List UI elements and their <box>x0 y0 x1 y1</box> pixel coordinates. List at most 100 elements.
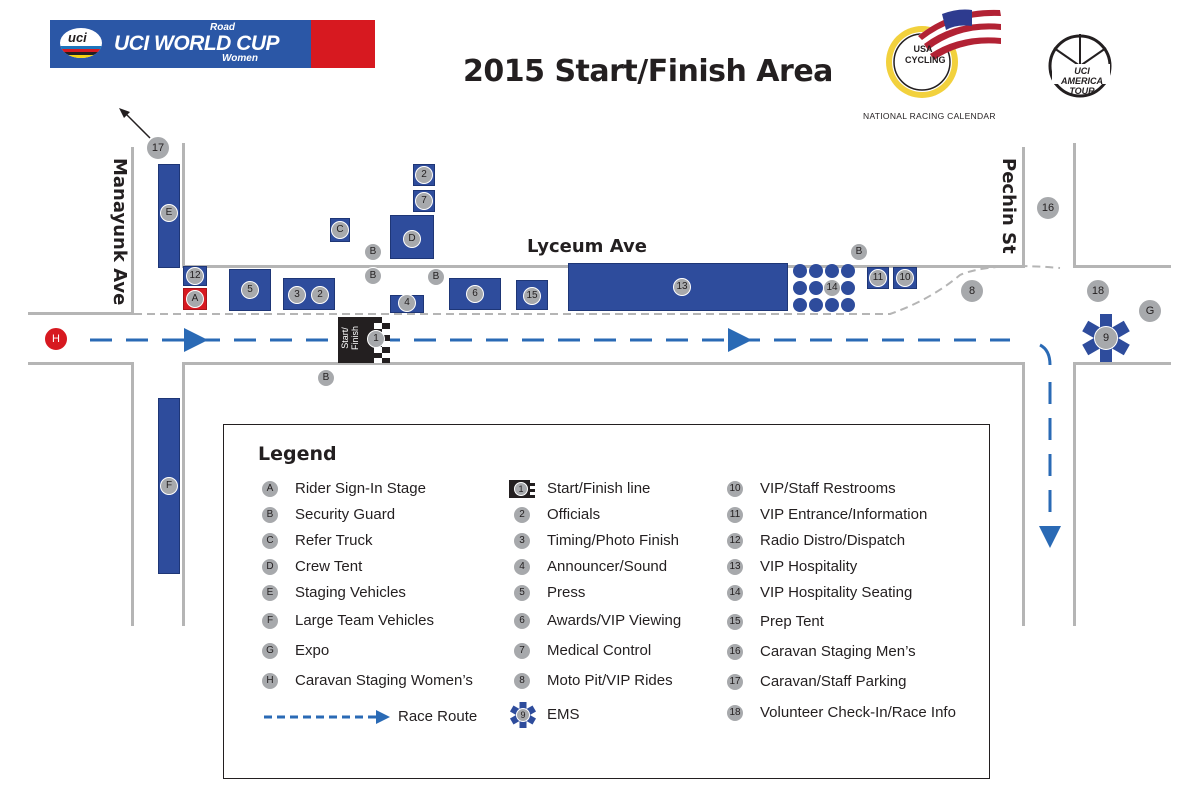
marker-a: A <box>186 290 204 308</box>
legend-label: VIP Hospitality Seating <box>760 584 913 601</box>
race-route-line-icon <box>264 710 390 724</box>
legend-marker: H <box>261 672 279 690</box>
uci-america-tour-logo: UCI AMERICA TOUR <box>1036 28 1120 104</box>
marker-11: 11 <box>869 269 887 287</box>
legend-label: Caravan Staging Women’s <box>295 672 473 689</box>
marker-7: 7 <box>415 192 433 210</box>
legend-label: Expo <box>295 642 330 659</box>
legend-marker: 18 <box>726 704 744 722</box>
legend-label: Refer Truck <box>295 532 373 549</box>
marker-2a: 2 <box>311 286 329 304</box>
legend-label: EMS <box>547 706 580 723</box>
legend-item-race-route: Race Route <box>264 707 484 727</box>
marker-16: 16 <box>1036 196 1060 220</box>
legend-label: Awards/VIP Viewing <box>547 612 682 629</box>
marker-b2: B <box>364 267 382 285</box>
legend-marker: 10 <box>726 480 744 498</box>
street-pechin-st: Pechin St <box>998 158 1019 254</box>
legend-title: Legend <box>258 443 337 465</box>
uci-women-label: Women <box>222 53 258 64</box>
marker-6: 6 <box>466 285 484 303</box>
legend-marker: F <box>261 612 279 630</box>
legend-marker: E <box>261 584 279 602</box>
legend-marker: 16 <box>726 643 744 661</box>
legend-label: Security Guard <box>295 506 396 523</box>
marker-14: 14 <box>823 279 841 297</box>
legend-label: VIP Entrance/Information <box>760 506 928 523</box>
legend-label: Radio Distro/Dispatch <box>760 532 906 549</box>
marker-b4: B <box>850 243 868 261</box>
legend-label: Large Team Vehicles <box>295 612 434 629</box>
legend-marker: 14 <box>726 584 744 602</box>
uci-world-cup-logo: uci Road UCI WORLD CUP Women <box>50 20 375 68</box>
street-manayunk-ave: Manayunk Ave <box>109 158 130 306</box>
legend-label: Caravan/Staff Parking <box>760 673 907 690</box>
marker-8: 8 <box>960 279 984 303</box>
marker-b1: B <box>364 243 382 261</box>
legend-marker: 7 <box>513 642 531 660</box>
national-racing-calendar-text: NATIONAL RACING CALENDAR <box>863 111 996 121</box>
usa-cycling-logo: USA CYCLING NATIONAL RACING CALENDAR <box>860 4 1010 122</box>
marker-9: 9 <box>1094 326 1118 350</box>
uci-world-cup-label: UCI WORLD CUP <box>114 32 280 55</box>
legend-label: Prep Tent <box>760 613 824 630</box>
marker-13: 13 <box>673 278 691 296</box>
legend-marker: 15 <box>726 613 744 631</box>
marker-f: F <box>160 477 178 495</box>
legend-label: Announcer/Sound <box>547 558 668 575</box>
legend-marker: 11 <box>726 506 744 524</box>
marker-4: 4 <box>398 294 416 312</box>
legend-label: VIP/Staff Restrooms <box>760 480 896 497</box>
uci-america-tour-text: UCI AMERICA TOUR <box>1061 66 1103 96</box>
uci-rainbow-badge: uci <box>60 28 102 58</box>
legend-label: Crew Tent <box>295 558 363 575</box>
tent-6 <box>449 278 501 310</box>
legend-label: Officials <box>547 506 601 523</box>
legend-marker: 8 <box>513 672 531 690</box>
legend-marker: D <box>261 558 279 576</box>
legend-marker: A <box>261 480 279 498</box>
marker-18: 18 <box>1086 279 1110 303</box>
legend-marker: 6 <box>513 612 531 630</box>
vip-seating-tables <box>793 264 855 312</box>
legend-marker: B <box>261 506 279 524</box>
legend-label: Race Route <box>398 708 478 725</box>
street-lyceum-ave: Lyceum Ave <box>527 236 647 257</box>
legend-label: Timing/Photo Finish <box>547 532 679 549</box>
legend-marker: 2 <box>513 506 531 524</box>
route-arrow-2 <box>728 328 752 352</box>
marker-3: 3 <box>288 286 306 304</box>
legend-marker: 1 <box>514 482 528 496</box>
legend-marker: 13 <box>726 558 744 576</box>
legend-marker: C <box>261 532 279 550</box>
legend-marker: 9 <box>516 708 530 722</box>
marker-12: 12 <box>186 267 204 285</box>
legend-marker: 12 <box>726 532 744 550</box>
legend-label: Press <box>547 584 586 601</box>
legend-label: Volunteer Check-In/Race Info <box>760 704 956 721</box>
legend-label: Staging Vehicles <box>295 584 406 601</box>
marker-h: H <box>44 327 68 351</box>
usa-cycling-text: USA CYCLING <box>905 44 946 65</box>
page-title: 2015 Start/Finish Area <box>463 54 833 89</box>
legend-label: Moto Pit/VIP Rides <box>547 672 673 689</box>
marker-b3: B <box>427 268 445 286</box>
marker-e: E <box>160 204 178 222</box>
legend-label: Start/Finish line <box>547 480 651 497</box>
marker-g: G <box>1138 299 1162 323</box>
marker-b5: B <box>317 369 335 387</box>
marker-17: 17 <box>146 136 170 160</box>
route-arrow-3 <box>1039 526 1061 548</box>
start-finish-text: Start/ Finish <box>340 326 360 351</box>
marker-10: 10 <box>896 269 914 287</box>
legend-marker: G <box>261 642 279 660</box>
legend-label: VIP Hospitality <box>760 558 858 575</box>
marker-1: 1 <box>367 330 385 348</box>
marker-c: C <box>331 221 349 239</box>
marker-5: 5 <box>241 281 259 299</box>
legend-label: Caravan Staging Men’s <box>760 643 916 660</box>
marker-d: D <box>403 230 421 248</box>
uci-badge-text: uci <box>68 30 87 45</box>
